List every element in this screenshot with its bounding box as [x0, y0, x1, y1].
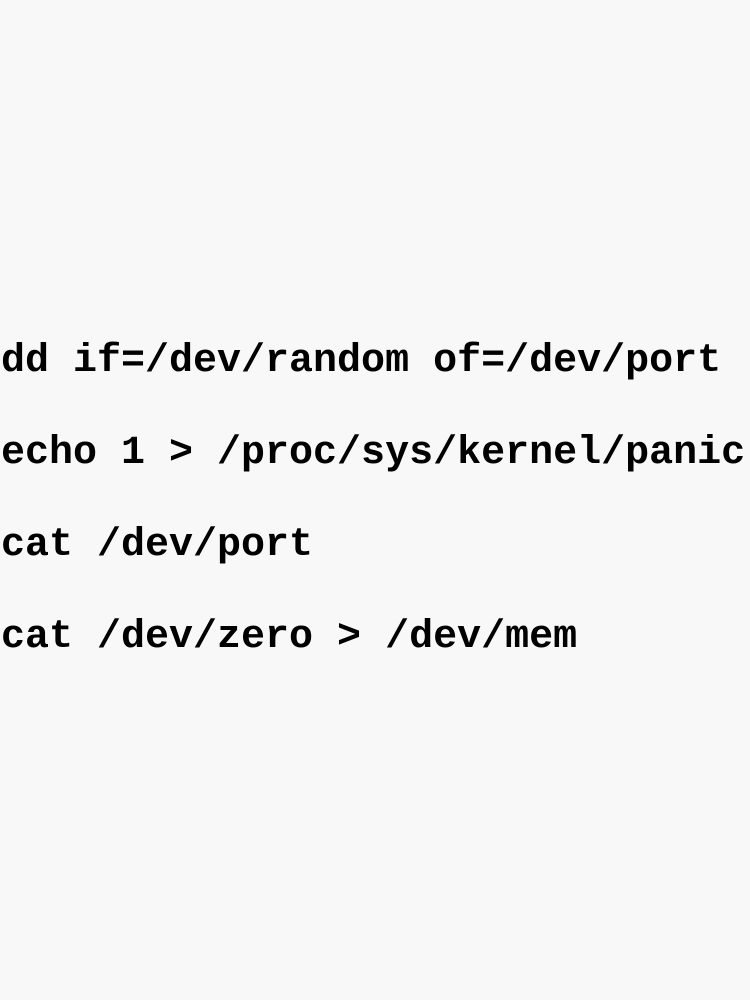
command-line-echo-panic: echo 1 > /proc/sys/kernel/panic: [1, 431, 746, 476]
command-line-cat-port: cat /dev/port: [1, 523, 314, 568]
command-line-dd: dd if=/dev/random of=/dev/port: [1, 339, 722, 384]
command-line-cat-zero-mem: cat /dev/zero > /dev/mem: [1, 615, 578, 660]
